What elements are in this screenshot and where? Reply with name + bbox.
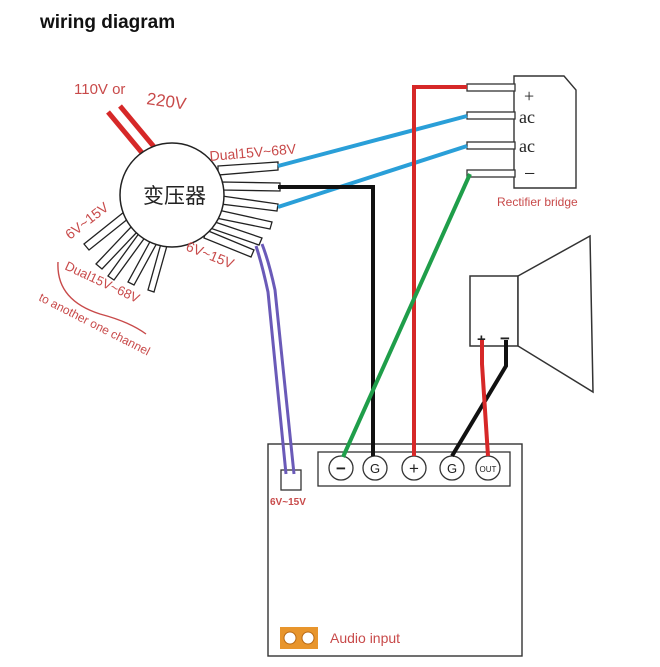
- speaker-minus: −: [500, 329, 510, 348]
- wire-green-negative: [341, 173, 472, 458]
- channel-bracket: [57, 261, 147, 335]
- rectifier-ac1: ac: [519, 107, 535, 127]
- rectifier-bridge: + ac ac −: [466, 75, 577, 189]
- terminal-plus-label: +: [409, 459, 419, 478]
- speaker-icon: + −: [469, 234, 594, 394]
- terminal-plus: +: [401, 455, 427, 481]
- transformer-label: 变压器: [143, 184, 206, 208]
- mains-110-label: 110V or: [74, 81, 125, 98]
- terminal-minus-label: −: [336, 459, 346, 478]
- transformer-body: [119, 142, 225, 248]
- wire-purple-2: [260, 243, 296, 475]
- audio-input-jack: [280, 627, 318, 649]
- terminal-g2-label: G: [447, 461, 457, 476]
- terminal-g2: G: [439, 455, 465, 481]
- board-input-label: 6V~15V: [270, 497, 306, 508]
- wire-blue-ac1: [277, 114, 468, 168]
- terminal-out-label: OUT: [480, 465, 497, 474]
- wire-blue-ac2: [277, 144, 468, 209]
- wire-black-speaker: [450, 340, 508, 458]
- page-title: wiring diagram: [40, 12, 176, 33]
- rectifier-minus: −: [524, 163, 535, 185]
- board-power-socket: [280, 469, 302, 491]
- terminal-out: OUT: [475, 455, 501, 481]
- terminal-g1: G: [362, 455, 388, 481]
- wire-black-ground: [278, 185, 375, 456]
- mains-220-label: 220V: [145, 89, 188, 113]
- speaker-plus: +: [477, 331, 486, 348]
- wire-purple-1: [254, 245, 288, 475]
- dual-15-68-top-label: Dual15V~68V: [209, 140, 298, 164]
- terminal-minus: −: [328, 455, 354, 481]
- wire-red-speaker: [480, 340, 490, 457]
- wire-red-positive: [412, 85, 467, 456]
- rectifier-bridge-label: Rectifier bridge: [497, 195, 578, 209]
- rectifier-ac2: ac: [519, 136, 535, 156]
- terminal-g1-label: G: [370, 461, 380, 476]
- audio-input-label: Audio input: [330, 630, 400, 646]
- rectifier-plus: +: [524, 86, 534, 106]
